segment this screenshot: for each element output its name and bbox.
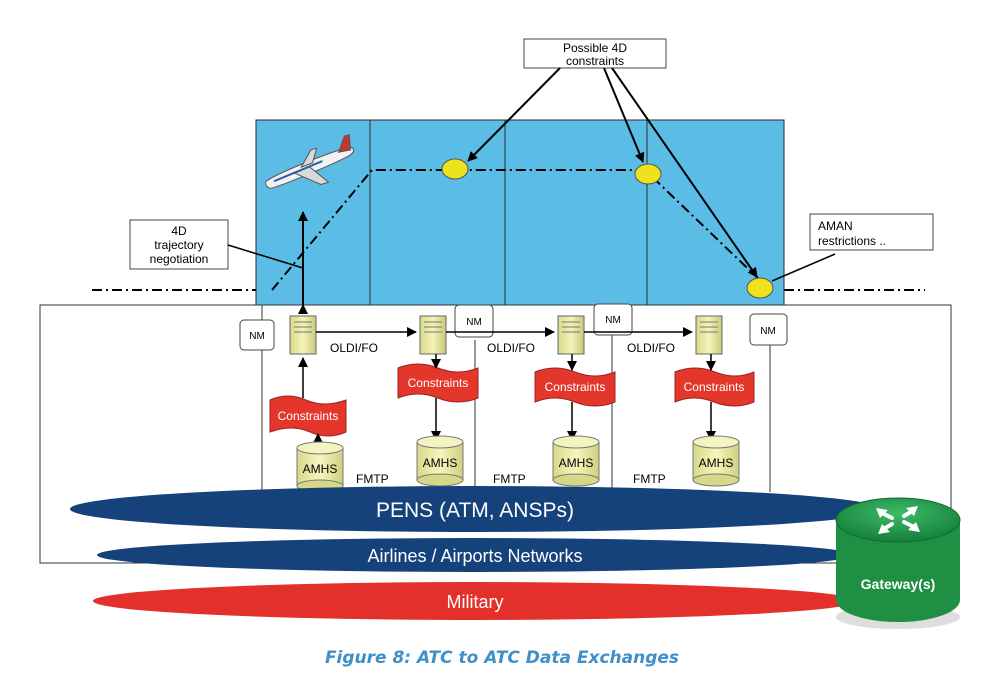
nm-label: NM: [249, 331, 265, 342]
amhs-label: AMHS: [699, 456, 734, 470]
constraints-label: Constraints: [278, 409, 339, 423]
flow-arrows: [298, 354, 716, 450]
military-network-label: Military: [447, 592, 504, 612]
callout-text: 4D: [171, 224, 187, 238]
callout-text: AMAN: [818, 219, 853, 233]
nm-box: NM: [749, 313, 788, 346]
nm-label: NM: [466, 317, 482, 328]
nm-label: NM: [605, 315, 621, 326]
server-icon: [289, 315, 317, 355]
callout-text: Possible 4D: [563, 41, 627, 55]
atc-data-exchange-diagram: Possible 4D constraints 4D trajectory ne…: [39, 38, 961, 629]
constraints-flag: Constraints: [534, 367, 616, 407]
oldi-fo-label: OLDI/FO: [330, 341, 378, 355]
callout-text: trajectory: [154, 238, 203, 252]
pens-network-label: PENS (ATM, ANSPs): [376, 499, 574, 522]
callout-text: restrictions ..: [818, 234, 886, 248]
nm-box: NM: [239, 319, 275, 351]
constraints-flag: Constraints: [674, 367, 755, 407]
oldi-fo-label: OLDI/FO: [487, 341, 535, 355]
waypoint-constraint: [634, 163, 662, 185]
constraints-label: Constraints: [408, 376, 469, 390]
aircraft-icon: [265, 134, 355, 189]
amhs-label: AMHS: [423, 456, 458, 470]
callout-text: negotiation: [150, 252, 209, 266]
servers: [289, 315, 723, 355]
server-icon: [695, 315, 723, 355]
airspace-sectors: [255, 119, 785, 306]
callout-possible-4d-constraints: Possible 4D constraints: [467, 38, 758, 278]
amhs-database-icon: AMHS: [552, 435, 600, 487]
server-icon: [557, 315, 585, 355]
gateway-router: Gateway(s): [835, 497, 961, 629]
amhs-label: AMHS: [303, 462, 338, 476]
server-icon: [419, 315, 447, 355]
constraint-flags: Constraints Constraints Constraints Cons…: [269, 363, 755, 437]
networks: PENS (ATM, ANSPs) Airlines / Airports Ne…: [70, 486, 880, 620]
figure-caption: Figure 8: ATC to ATC Data Exchanges: [324, 648, 680, 668]
fmtp-label: FMTP: [493, 472, 526, 486]
constraints-label: Constraints: [545, 380, 606, 394]
nm-box: NM: [454, 304, 494, 338]
amhs-database-icon: AMHS: [296, 441, 344, 493]
military-network: [93, 582, 857, 620]
gateway-label: Gateway(s): [861, 576, 936, 592]
pens-network: [70, 486, 880, 532]
constraints-flag: Constraints: [397, 363, 479, 403]
callout-text: constraints: [566, 54, 624, 68]
fmtp-label: FMTP: [356, 472, 389, 486]
oldi-fo-label: OLDI/FO: [627, 341, 675, 355]
constraints-flag: Constraints: [269, 395, 347, 437]
callout-4d-trajectory: 4D trajectory negotiation: [129, 219, 304, 270]
amhs-database-icon: AMHS: [416, 435, 464, 487]
fmtp-label: FMTP: [633, 472, 666, 486]
oldi-fo-links: OLDI/FO OLDI/FO OLDI/FO: [316, 327, 693, 355]
waypoint-aman: [746, 277, 774, 299]
airlines-network: [97, 538, 853, 572]
waypoint-constraint: [441, 158, 469, 180]
callout-aman-restrictions: AMAN restrictions ..: [771, 213, 934, 282]
amhs-label: AMHS: [559, 456, 594, 470]
amhs-database-icon: AMHS: [692, 435, 740, 487]
nm-label: NM: [760, 326, 776, 337]
constraints-label: Constraints: [684, 380, 745, 394]
nm-box: NM: [593, 303, 633, 336]
airlines-network-label: Airlines / Airports Networks: [367, 546, 582, 566]
nm-boxes: NM NM NM NM: [239, 303, 788, 351]
amhs-databases: AMHS AMHS AMHS AMHS: [296, 435, 740, 493]
airspace-background: [256, 120, 784, 305]
